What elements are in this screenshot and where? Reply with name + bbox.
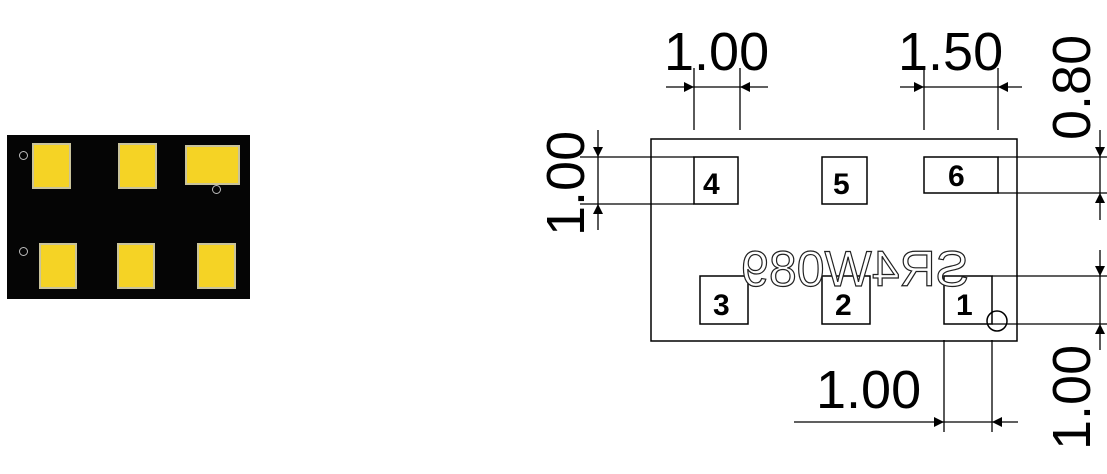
pin-label-6: 6 bbox=[948, 160, 965, 193]
hole-marker-bottom-left bbox=[19, 247, 28, 256]
pad-top-middle bbox=[118, 143, 157, 189]
pin-6-pad bbox=[923, 156, 999, 194]
hole-marker-top-right bbox=[212, 185, 221, 194]
component-photo bbox=[7, 135, 250, 299]
pad-top-right bbox=[185, 145, 240, 185]
dim-left bbox=[580, 130, 694, 230]
dim-left-value: 1.00 bbox=[536, 131, 596, 236]
dim-right-top-value: 0.80 bbox=[1042, 35, 1102, 140]
pad-bottom-middle bbox=[117, 243, 155, 289]
hole-marker-top-left bbox=[19, 151, 28, 160]
pin-3-pad bbox=[699, 275, 749, 325]
pin-2-pad bbox=[821, 275, 871, 325]
pad-bottom-right bbox=[197, 243, 236, 289]
pin-label-1: 1 bbox=[956, 289, 973, 322]
dim-top-right-value: 1.50 bbox=[898, 22, 1003, 82]
pin-5-pad bbox=[821, 156, 868, 205]
pin-1-marker-circle bbox=[986, 310, 1008, 332]
pin-1-pad bbox=[943, 275, 993, 325]
pin-label-3: 3 bbox=[713, 289, 730, 322]
dim-top-left bbox=[666, 68, 768, 130]
package-outline bbox=[650, 138, 1018, 342]
dim-right-bottom bbox=[992, 250, 1107, 350]
pin-label-2: 2 bbox=[835, 289, 852, 322]
dim-bottom bbox=[794, 340, 1018, 432]
dim-top-right bbox=[900, 68, 1022, 130]
dim-bottom-value: 1.00 bbox=[816, 360, 921, 420]
dim-top-left-value: 1.00 bbox=[664, 22, 769, 82]
part-marking: SR4W089 bbox=[741, 241, 969, 297]
pin-4-pad bbox=[693, 156, 739, 205]
pin-label-4: 4 bbox=[703, 168, 720, 201]
pad-top-left bbox=[32, 143, 71, 189]
dim-right-top bbox=[998, 130, 1107, 220]
pin-label-5: 5 bbox=[833, 168, 850, 201]
dim-right-bottom-value: 1.00 bbox=[1042, 345, 1102, 450]
pad-bottom-left bbox=[39, 243, 77, 289]
